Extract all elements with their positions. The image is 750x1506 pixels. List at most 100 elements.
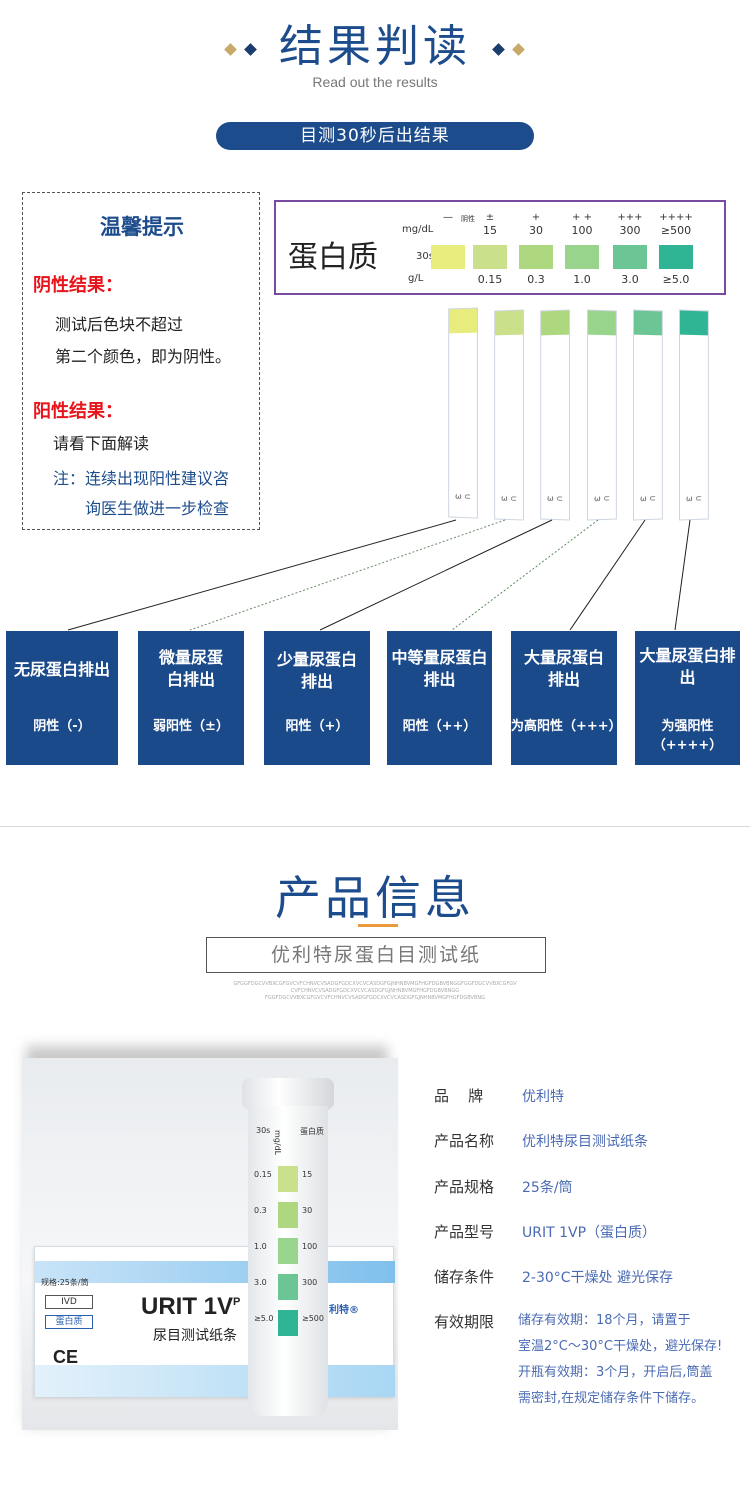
note-line: 询医生做进一步检查 [85,499,230,518]
chart-col-mgdl: 100 [571,224,593,237]
tube-head: mg/dL [273,1130,282,1156]
box-tag: 蛋白质 [45,1315,93,1329]
tube-value: 15 [302,1170,313,1179]
product-box: 规格:25条/筒 IVD 蛋白质 URIT 1VP 尿目测试纸条 CE 利特® [34,1246,395,1397]
chart-color-swatch [431,245,465,269]
box-model: URIT 1VP [141,1293,240,1321]
result-verdict: 阴性（-） [33,719,91,734]
note-line: 注：连续出现阳性建议咨 [53,469,230,488]
chart-col-mgdl: 300 [619,224,641,237]
chart-col-gl: ≥5.0 [662,273,690,286]
tube-swatch [278,1274,298,1300]
box-model-text: URIT 1V [141,1293,234,1320]
result-card: 大量尿蛋白排出 为强阳性（++++） [635,631,740,765]
chart-col-symbol: ++++ [659,212,693,223]
info-label: 产品规格 [434,1178,495,1196]
tube-value: 100 [302,1242,318,1251]
tube-value: ≥500 [302,1314,324,1323]
chart-col-symbol: + + [572,212,592,223]
result-card: 大量尿蛋白排出 为高阳性（+++） [511,631,622,765]
negative-heading: 阴性结果： [33,275,123,296]
connector-lines [67,519,691,631]
chart-col-symbol: +++ [617,212,643,223]
box-stripe [35,1261,395,1283]
chart-color-swatch [565,245,599,269]
decorative-text: CVFCHNVCVSADGFGDCXVCVCASDGFGJNHNBVMGFHGF… [290,988,460,994]
chart-label: 蛋白质 [288,240,378,275]
decorative-text: FGGFDGCVVBXCGFGVCVFCHNVCVSADGFGDCXVCVCAS… [265,995,485,1001]
tube-cap [242,1078,334,1110]
result-card: 无尿蛋白排出 阴性（-） [6,631,118,765]
unit-gl: g/L [408,273,424,284]
box-spec: 规格:25条/筒 [41,1278,89,1287]
box-model-sup: P [233,1296,241,1308]
chart-col-gl: 3.0 [621,273,639,286]
tube-swatch [278,1310,298,1336]
instruction-pill: 目测30秒后出结果 [216,122,534,150]
tube-swatch [278,1238,298,1264]
tube-value-gl: ≥5.0 [254,1314,274,1323]
result-verdict: 阳性（++） [402,719,477,734]
chart-col-mgdl: 30 [529,224,543,237]
tube-value: 300 [302,1278,318,1287]
chart-col-mgdl: ≥500 [660,224,692,237]
positive-heading: 阳性结果： [33,401,123,422]
validity-text: 储存有效期：18个月，请置于 室温2°C～30°C干燥处，避光保存! 开瓶有效期… [518,1308,738,1412]
chart-col-gl: 1.0 [573,273,591,286]
info-value: 2-30°C干燥处 避光保存 [522,1270,673,1286]
result-verdict: 为高阳性（+++） [511,719,622,734]
product-photo: 规格:25条/筒 IVD 蛋白质 URIT 1VP 尿目测试纸条 CE 利特® … [22,1058,398,1430]
result-title: 微量尿蛋白排出 [158,648,223,689]
info-value: 优利特 [522,1089,564,1105]
tip-title: 温馨提示 [100,215,184,239]
positive-line: 请看下面解读 [53,434,150,453]
chart-col-symbol: — [443,212,453,223]
info-value: 25条/筒 [522,1180,573,1196]
result-verdict: 阳性（+） [285,719,349,734]
validity-line: 开瓶有效期：3个月，开启后,筒盖 [518,1365,713,1380]
result-verdict: 为强阳性（++++） [652,719,723,753]
chart-col-mgdl: 15 [483,224,497,237]
tube-swatch [278,1166,298,1192]
result-title: 少量尿蛋白排出 [276,650,357,691]
unit-mgdl: mg/dL [402,224,434,235]
info-value: 优利特尿目测试纸条 [522,1134,648,1150]
info-label: 产品型号 [434,1223,495,1241]
info-label: 储存条件 [434,1268,495,1286]
title-accent-bar [358,924,398,927]
info-label: 品 牌 [434,1087,484,1105]
chart-color-swatch [613,245,647,269]
ce-mark: CE [53,1347,79,1367]
box-bottom-band [35,1365,395,1397]
result-verdict: 弱阳性（±） [153,719,229,734]
time-label: 30s [416,251,434,262]
tube-value-gl: 1.0 [254,1242,267,1251]
chart-col-symbol: ± [485,212,495,223]
product-section-title: 产品信息 [275,871,475,925]
product-name-box: 优利特尿蛋白目测试纸 [206,937,546,973]
chart-color-swatch [473,245,507,269]
chart-col-gl: 0.3 [527,273,545,286]
validity-line: 需密封,在规定储存条件下储存。 [518,1391,705,1406]
chart-col-gl: 0.15 [477,273,503,286]
box-subtitle: 尿目测试纸条 [153,1328,237,1344]
result-title: 大量尿蛋白排出 [523,648,604,689]
info-label: 产品名称 [434,1132,495,1150]
section-subtitle: Read out the results [312,74,438,90]
tube-value: 30 [302,1206,313,1215]
result-title: 大量尿蛋白排出 [639,646,736,687]
decorative-text: GFGGFDGCVVBXCGFGVCVFCHNVCVSADGFGDCXVCVCA… [233,981,517,987]
result-card: 少量尿蛋白排出 阳性（+） [264,631,370,765]
tube-swatch [278,1202,298,1228]
info-label: 有效期限 [434,1313,495,1331]
negative-line: 测试后色块不超过 [55,315,184,334]
ivd-label: IVD [45,1295,93,1309]
tip-box: 温馨提示 阴性结果： 测试后色块不超过 第二个颜色，即为阴性。 阳性结果： 请看… [22,192,260,530]
tube-value-gl: 0.3 [254,1206,267,1215]
section-title: 结果判读 [279,21,471,72]
tube-value-gl: 3.0 [254,1278,267,1287]
chart-col-symbol: + [531,212,541,223]
result-card: 中等量尿蛋白排出 阳性（++） [387,631,492,765]
result-card: 微量尿蛋白排出 弱阳性（±） [138,631,244,765]
